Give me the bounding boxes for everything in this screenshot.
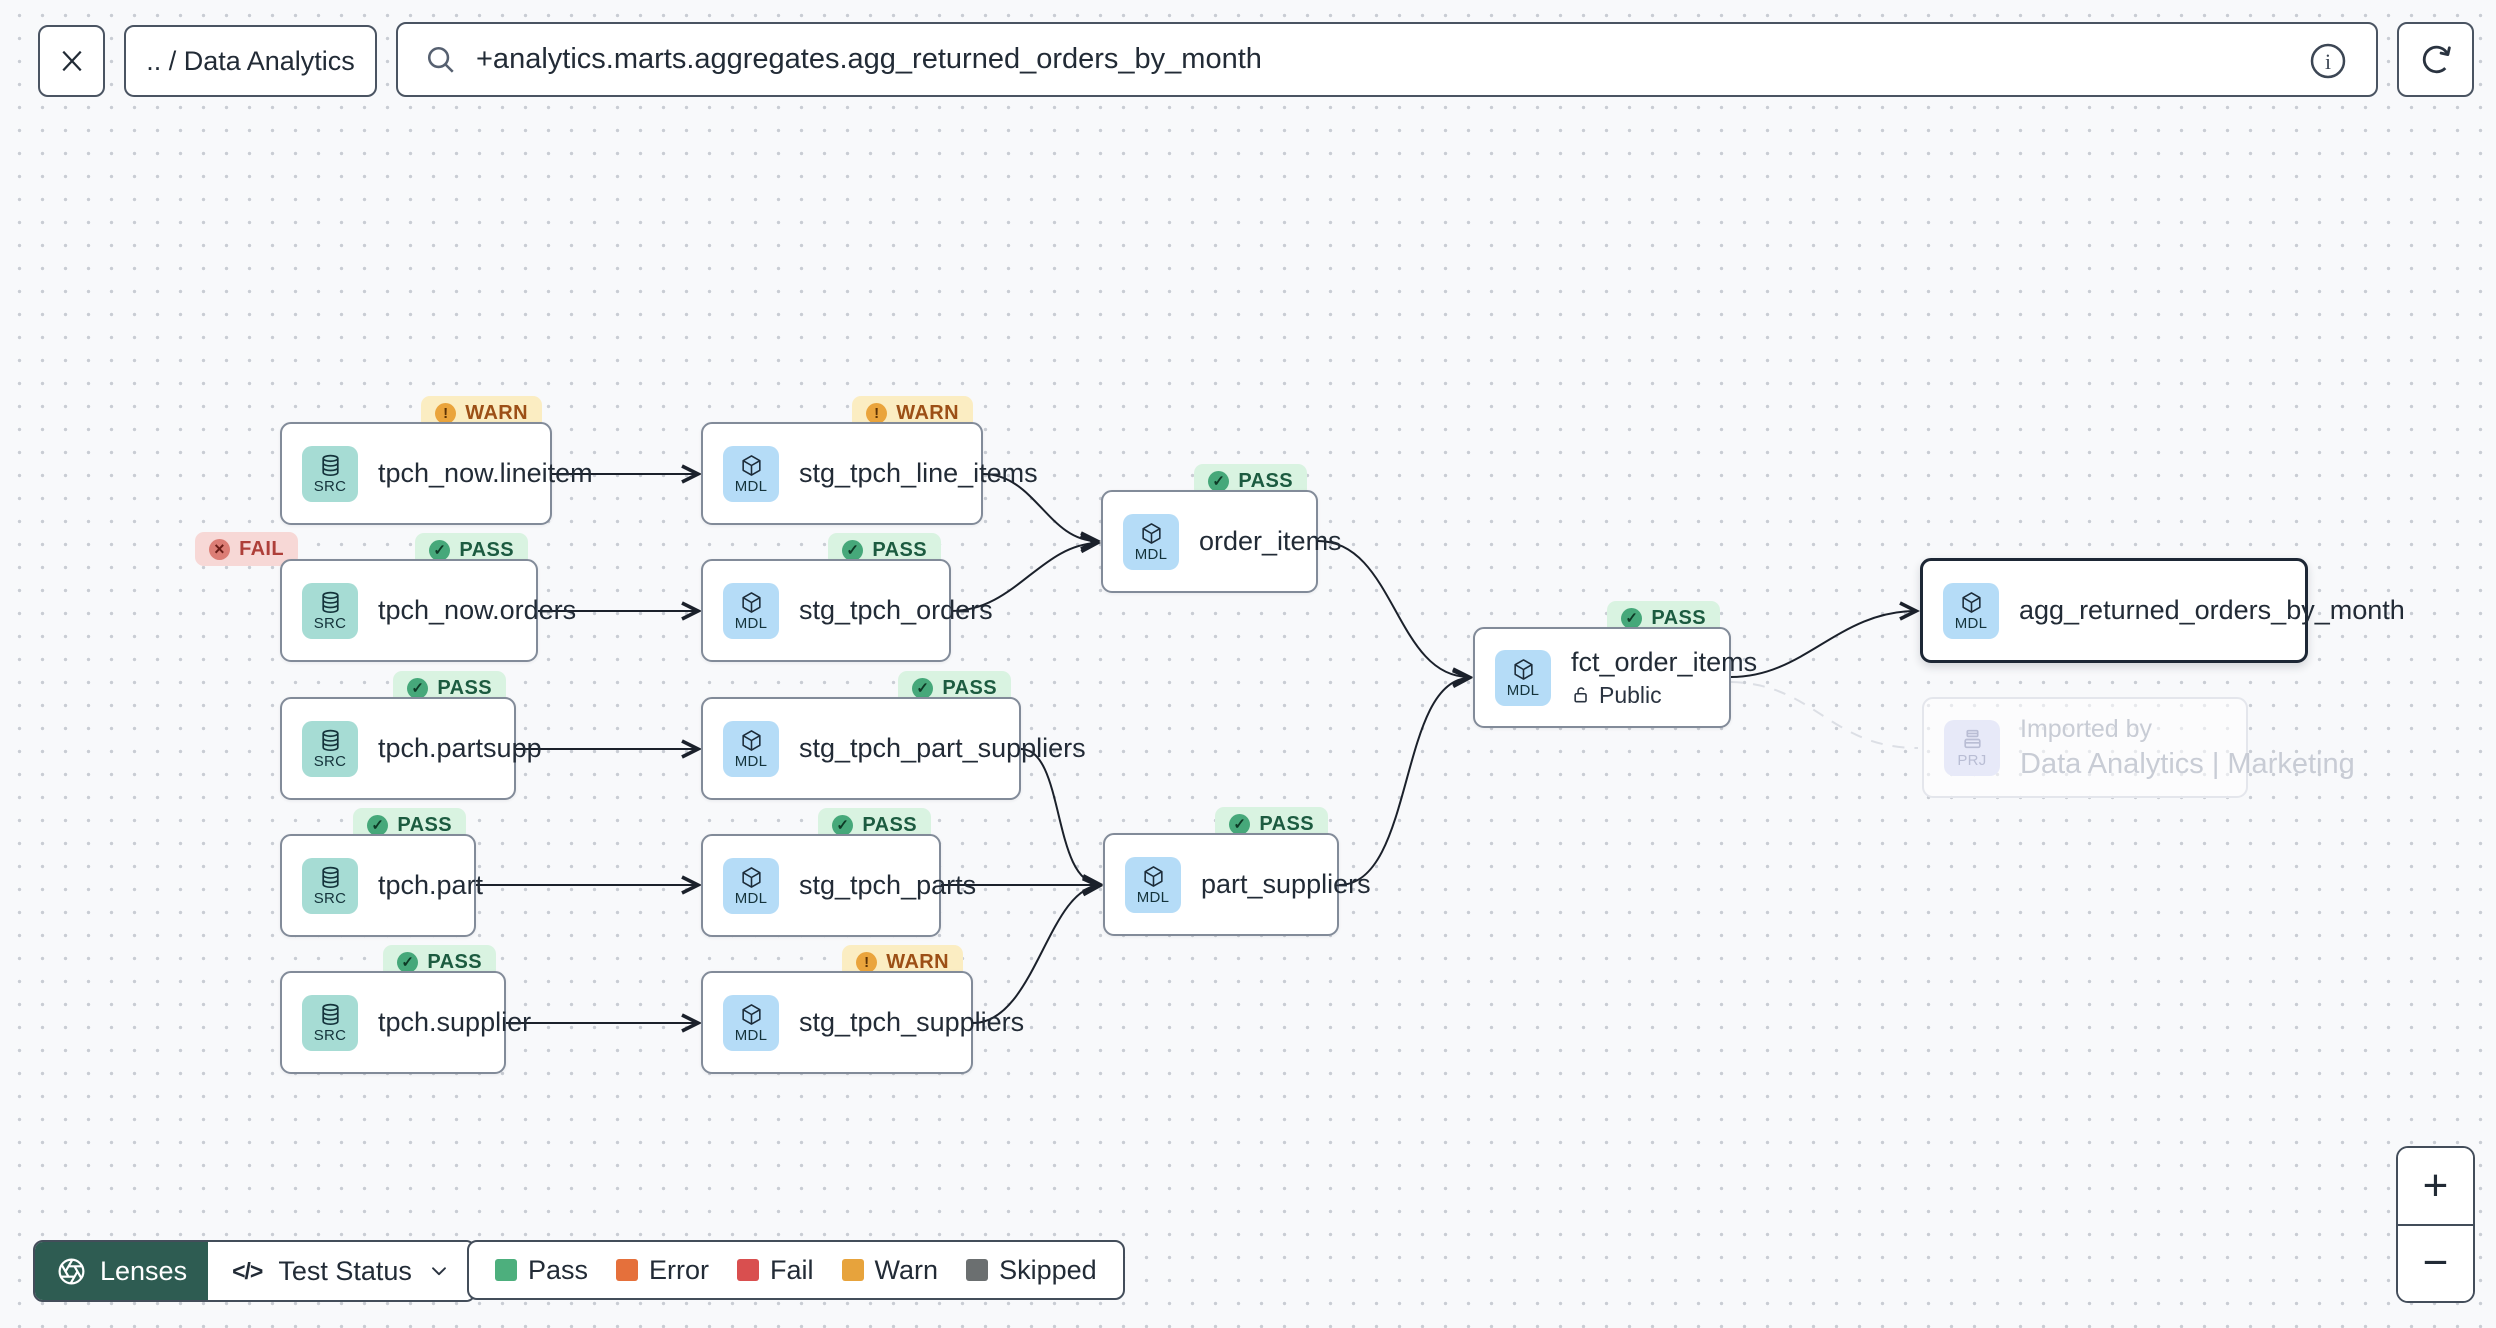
- lenses-button[interactable]: Lenses: [35, 1242, 209, 1300]
- node-label: stg_tpch_line_items: [799, 458, 1038, 488]
- model-cube-icon: MDL: [1495, 649, 1551, 706]
- node-stg-tpch-orders[interactable]: MDL stg_tpch_orders: [701, 559, 993, 662]
- check-icon: [1208, 470, 1230, 492]
- check-icon: [397, 951, 419, 973]
- breadcrumb[interactable]: .. / Data Analytics: [124, 25, 377, 97]
- lenses-control[interactable]: Lenses </> Test Status: [33, 1240, 476, 1302]
- zoom-in-button[interactable]: +: [2398, 1148, 2473, 1226]
- check-icon: [832, 814, 854, 836]
- node-label: stg_tpch_parts: [799, 870, 977, 900]
- node-order-items[interactable]: MDL order_items: [1101, 490, 1342, 593]
- node-imported-by-project[interactable]: PRJ Imported by Data Analytics | Marketi…: [1922, 697, 2355, 798]
- check-icon: [912, 677, 934, 699]
- check-icon: [1621, 607, 1643, 629]
- model-cube-icon: MDL: [723, 582, 779, 639]
- info-icon[interactable]: i: [2308, 41, 2348, 81]
- status-badge: FAIL: [195, 532, 298, 566]
- svg-text:i: i: [2325, 50, 2331, 74]
- node-stg-tpch-parts[interactable]: MDL stg_tpch_parts: [701, 834, 976, 937]
- project-icon: PRJ: [1944, 719, 2000, 776]
- lens-selector-dropdown[interactable]: </> Test Status: [208, 1242, 474, 1300]
- node-label: stg_tpch_part_suppliers: [799, 733, 1086, 763]
- imported-by-label: Imported by: [2020, 714, 2153, 743]
- legend-item-error: Error: [616, 1255, 709, 1286]
- check-icon: [1229, 813, 1251, 835]
- node-label: tpch_now.orders: [378, 595, 577, 625]
- model-cube-icon: MDL: [723, 720, 779, 777]
- chevron-down-icon: [432, 1267, 446, 1276]
- access-sublabel: Public: [1571, 682, 1757, 709]
- error-swatch: [616, 1259, 639, 1281]
- node-stg-tpch-part-suppliers[interactable]: MDL stg_tpch_part_suppliers: [701, 697, 1086, 800]
- warn-swatch: [841, 1259, 864, 1281]
- node-stg-tpch-line-items[interactable]: MDL stg_tpch_line_items: [701, 422, 1038, 525]
- node-tpch-partsupp[interactable]: SRC tpch.partsupp: [280, 697, 542, 800]
- check-icon: [367, 814, 389, 836]
- pass-swatch: [495, 1259, 517, 1281]
- legend-item-fail: Fail: [737, 1255, 814, 1286]
- model-cube-icon: MDL: [1123, 513, 1179, 570]
- unlock-icon: [1574, 687, 1587, 703]
- node-part-suppliers[interactable]: MDL part_suppliers: [1103, 833, 1371, 936]
- warn-icon: [856, 951, 878, 973]
- database-icon: SRC: [302, 445, 358, 502]
- node-label: tpch.partsupp: [378, 733, 542, 763]
- model-cube-icon: MDL: [723, 857, 779, 914]
- node-tpch-supplier[interactable]: SRC tpch.supplier: [280, 971, 531, 1074]
- legend-item-warn: Warn: [841, 1255, 938, 1286]
- node-stg-tpch-suppliers[interactable]: MDL stg_tpch_suppliers: [701, 971, 1024, 1074]
- database-icon: SRC: [302, 720, 358, 777]
- node-label: stg_tpch_suppliers: [799, 1007, 1025, 1037]
- node-label: part_suppliers: [1201, 869, 1371, 899]
- aperture-icon: [58, 1258, 85, 1284]
- close-button[interactable]: [38, 25, 105, 97]
- database-icon: SRC: [302, 857, 358, 914]
- database-icon: SRC: [302, 994, 358, 1051]
- warn-icon: [435, 402, 457, 424]
- node-label: tpch.supplier: [378, 1007, 532, 1037]
- node-fct-order-items[interactable]: MDL fct_order_items Public: [1473, 627, 1757, 728]
- check-icon: [429, 539, 451, 561]
- model-cube-icon: MDL: [1125, 856, 1181, 913]
- search-input[interactable]: [476, 43, 2296, 76]
- node-tpch-now-lineitem[interactable]: SRC tpch_now.lineitem: [280, 422, 593, 525]
- legend-item-pass: Pass: [495, 1255, 588, 1286]
- node-label: agg_returned_orders_by_month: [2019, 595, 2405, 625]
- node-label: order_items: [1199, 526, 1342, 556]
- warn-icon: [866, 402, 888, 424]
- imported-project-name: Data Analytics | Marketing: [2020, 747, 2355, 780]
- refresh-button[interactable]: [2397, 22, 2474, 97]
- legend-item-skipped: Skipped: [966, 1255, 1097, 1286]
- node-label: stg_tpch_orders: [799, 595, 993, 625]
- skipped-swatch: [966, 1259, 989, 1281]
- node-tpch-part[interactable]: SRC tpch.part: [280, 834, 483, 937]
- search-bar[interactable]: i: [396, 22, 2378, 97]
- refresh-icon: [2422, 45, 2451, 73]
- code-icon: </>: [232, 1257, 263, 1284]
- test-status-legend: Pass Error Fail Warn Skipped: [467, 1240, 1125, 1300]
- database-icon: SRC: [302, 582, 358, 639]
- model-cube-icon: MDL: [723, 994, 779, 1051]
- check-icon: [842, 539, 864, 561]
- zoom-control[interactable]: + −: [2396, 1146, 2475, 1303]
- close-icon: [61, 50, 82, 72]
- check-icon: [407, 677, 429, 699]
- model-cube-icon: MDL: [1943, 582, 1999, 639]
- model-cube-icon: MDL: [723, 445, 779, 502]
- node-label: tpch.part: [378, 870, 484, 900]
- search-icon: [427, 46, 454, 73]
- node-label: tpch_now.lineitem: [378, 458, 593, 488]
- node-label: fct_order_items: [1571, 646, 1758, 677]
- fail-icon: [209, 538, 231, 560]
- fail-swatch: [737, 1259, 760, 1281]
- node-agg-returned-orders-by-month[interactable]: MDL agg_returned_orders_by_month: [1920, 558, 2405, 663]
- zoom-out-button[interactable]: −: [2398, 1225, 2473, 1301]
- node-tpch-now-orders[interactable]: SRC tpch_now.orders: [280, 559, 576, 662]
